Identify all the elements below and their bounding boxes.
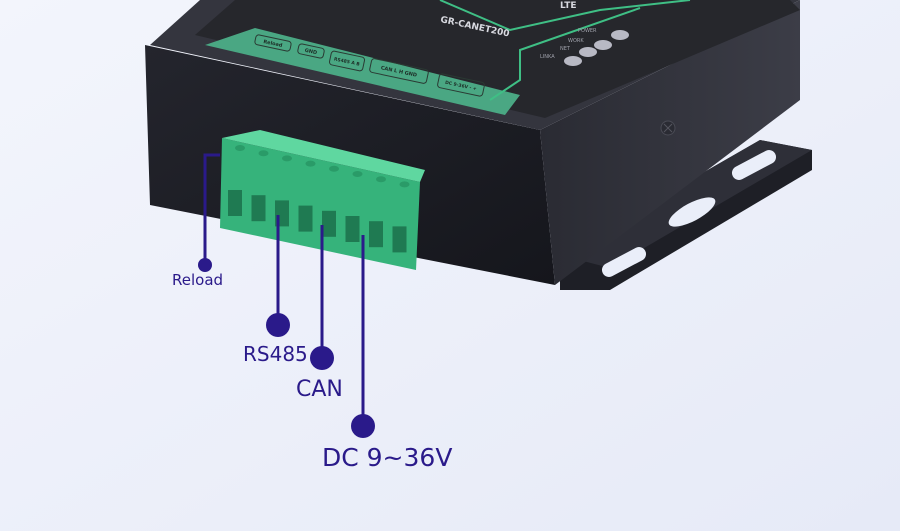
terminal-screw bbox=[258, 150, 269, 157]
terminal-block bbox=[220, 130, 425, 270]
power-label: DC 9~36V bbox=[322, 443, 453, 472]
terminal-screw bbox=[329, 165, 339, 172]
brand-suffix: LTE bbox=[560, 1, 577, 11]
terminal-slot bbox=[298, 205, 313, 232]
led-label-net: NET bbox=[560, 46, 571, 52]
terminal-label-gnd: GND bbox=[304, 48, 317, 56]
reload-label: Reload bbox=[172, 271, 224, 289]
led-label-power: POWER bbox=[578, 28, 597, 34]
led-label-work: WORK bbox=[568, 38, 584, 44]
terminal-screw bbox=[282, 155, 292, 162]
can-dot bbox=[310, 346, 334, 370]
terminal-slot bbox=[345, 216, 360, 242]
terminal-screw bbox=[235, 145, 245, 151]
rs485-dot bbox=[266, 313, 290, 337]
led-power bbox=[611, 30, 629, 40]
led-linka bbox=[564, 56, 582, 66]
terminal-slot bbox=[392, 226, 407, 253]
device-body: POWER WORK NET LINKA GR-CANET200 LTE Rel… bbox=[145, 0, 800, 285]
terminal-screw bbox=[376, 176, 386, 183]
reload-dot bbox=[198, 258, 212, 272]
terminal-screw bbox=[399, 181, 410, 188]
can-label: CAN bbox=[296, 377, 343, 402]
led-work bbox=[594, 40, 612, 50]
mounting-flange bbox=[560, 140, 812, 290]
terminal-label-rs485: RS485 A B bbox=[333, 56, 360, 67]
power-dot bbox=[351, 414, 375, 438]
terminal-slot bbox=[251, 195, 266, 222]
terminal-label-reload: Reload bbox=[263, 39, 284, 49]
terminal-slot bbox=[228, 190, 242, 216]
terminal-slot bbox=[322, 210, 336, 237]
led-label-linka: LINKA bbox=[540, 54, 555, 60]
led-net bbox=[579, 47, 597, 57]
reload-leader-line bbox=[203, 153, 220, 265]
rs485-label: RS485 bbox=[243, 342, 308, 366]
terminal-screw bbox=[352, 171, 363, 177]
terminal-slot bbox=[369, 221, 383, 248]
terminal-screw bbox=[305, 160, 316, 167]
